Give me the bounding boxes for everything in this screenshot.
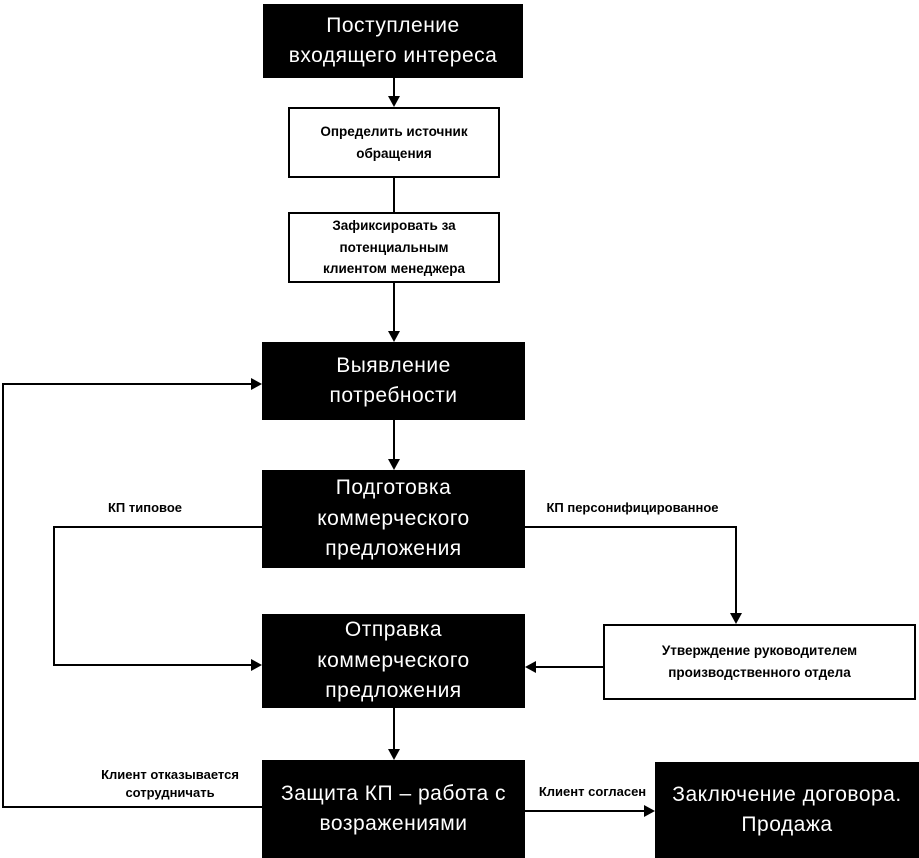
arrowhead-right-icon bbox=[644, 805, 655, 817]
node-send-proposal: Отправка коммерческого предложения bbox=[262, 614, 525, 708]
edge-label-standard-cp: КП типовое bbox=[107, 500, 183, 515]
node-close-deal: Заключение договора. Продажа bbox=[655, 762, 919, 858]
node-assign-manager: Зафиксировать за потенциальным клиентом … bbox=[288, 212, 500, 283]
edge-label-client-refuses: Клиент отказывается сотрудничать bbox=[101, 767, 239, 800]
connector-agree bbox=[525, 810, 646, 812]
node-defend-proposal: Защита КП – работа с возражениями bbox=[262, 760, 525, 858]
edge-label-personalized-cp: КП персонифицированное bbox=[546, 500, 719, 515]
arrowhead-down-icon bbox=[730, 613, 742, 624]
arrowhead-down-icon bbox=[388, 749, 400, 760]
connector-assign-needs bbox=[393, 283, 395, 333]
arrowhead-right-icon bbox=[251, 378, 262, 390]
connector-standard-cp-vertical bbox=[53, 526, 55, 666]
arrowhead-right-icon bbox=[251, 659, 262, 671]
connector-needs-prepare bbox=[393, 420, 395, 462]
arrowhead-left-icon bbox=[525, 661, 536, 673]
arrowhead-down-icon bbox=[388, 331, 400, 342]
node-incoming-interest: Поступление входящего интереса bbox=[263, 4, 523, 78]
node-prepare-proposal: Подготовка коммерческого предложения bbox=[262, 470, 525, 568]
node-identify-needs: Выявление потребности bbox=[262, 342, 525, 420]
arrowhead-down-icon bbox=[388, 459, 400, 470]
node-approve-by-head: Утверждение руководителем производственн… bbox=[603, 624, 916, 700]
node-determine-source: Определить источник обращения bbox=[288, 107, 500, 178]
arrowhead-down-icon bbox=[388, 96, 400, 107]
connector-personalized-cp-vertical bbox=[735, 526, 737, 614]
connector-standard-cp-bottom bbox=[53, 664, 252, 666]
connector-refuse-top bbox=[2, 383, 252, 385]
connector-standard-cp-top bbox=[53, 526, 262, 528]
connector-approve-send bbox=[536, 666, 603, 668]
connector-refuse-bottom bbox=[2, 806, 262, 808]
connector-personalized-cp-top bbox=[525, 526, 737, 528]
connector-incoming-source bbox=[393, 78, 395, 99]
connector-refuse-vertical bbox=[2, 383, 4, 808]
edge-label-client-agrees: Клиент согласен bbox=[538, 784, 647, 799]
connector-source-assign bbox=[393, 178, 395, 212]
connector-send-defend bbox=[393, 708, 395, 750]
